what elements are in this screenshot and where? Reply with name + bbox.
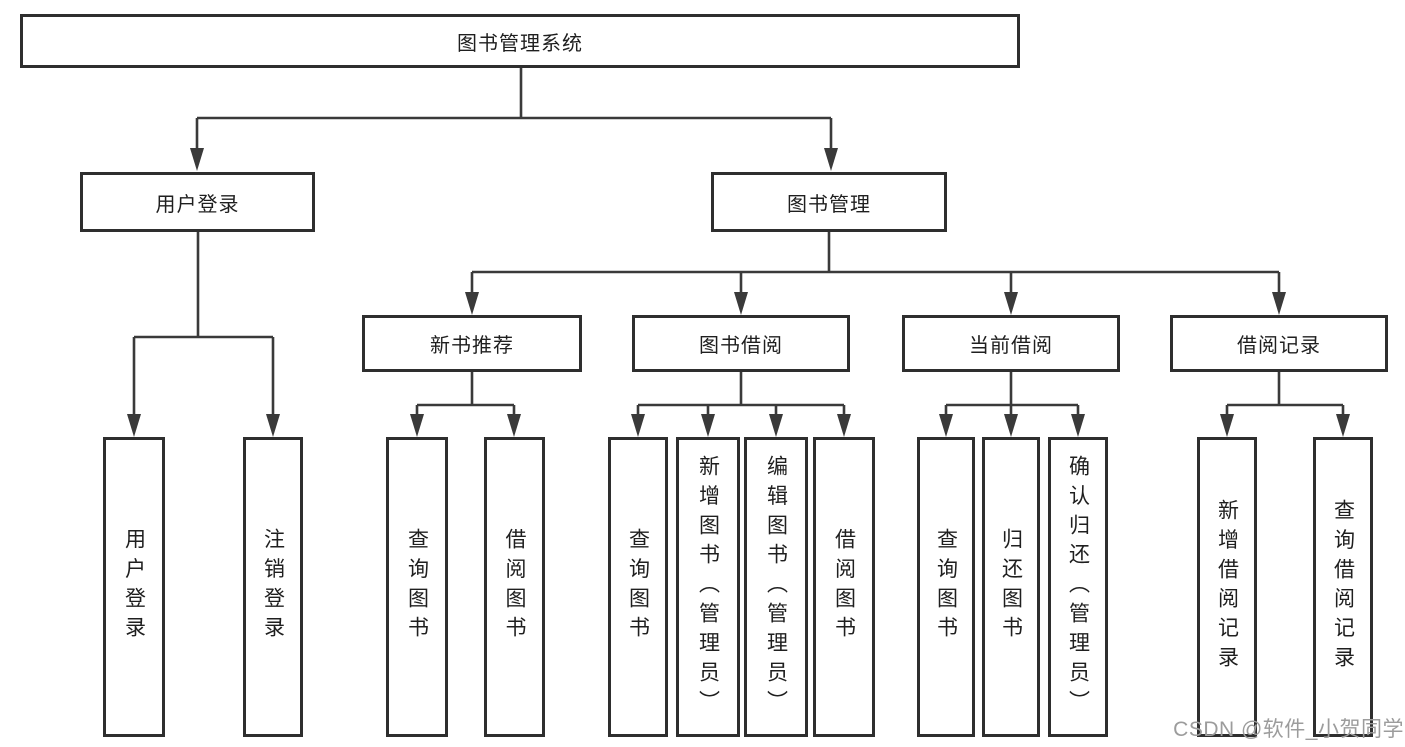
node-label: 用户登录 xyxy=(155,193,240,216)
node-current-borrowing: 当前借阅 xyxy=(902,315,1120,372)
arrowhead-icon xyxy=(410,414,424,437)
node-add-borrow-record: 新增借阅记录 xyxy=(1197,437,1257,737)
node-label: 用户登录 xyxy=(122,528,146,646)
node-book-borrowing: 图书借阅 xyxy=(632,315,850,372)
edge-current-borrowing-to-leaves xyxy=(944,372,1080,418)
csdn-watermark: CSDN @软件_小贺同学 xyxy=(1173,718,1404,741)
node-edit-book-admin: 编辑图书（管理员） xyxy=(744,437,808,737)
node-library-management-system: 图书管理系统 xyxy=(20,14,1020,68)
node-label: 图书借阅 xyxy=(699,335,783,357)
arrowhead-icon xyxy=(127,414,141,437)
arrowhead-icon xyxy=(824,148,838,171)
node-label: 当前借阅 xyxy=(969,335,1053,357)
node-label: 新书推荐 xyxy=(430,335,514,357)
node-label: 确认归还（管理员） xyxy=(1066,454,1090,720)
node-logout: 注销登录 xyxy=(243,437,303,737)
arrowhead-icon xyxy=(1071,414,1085,437)
arrowhead-icon xyxy=(507,414,521,437)
node-label: 图书管理系统 xyxy=(457,32,583,55)
arrowhead-icon xyxy=(1220,414,1234,437)
node-label: 借阅图书 xyxy=(832,528,856,646)
node-confirm-return-admin: 确认归还（管理员） xyxy=(1048,437,1108,737)
arrowhead-icon xyxy=(1336,414,1350,437)
arrowhead-icon xyxy=(701,414,715,437)
arrowhead-icon xyxy=(769,414,783,437)
node-label: 借阅记录 xyxy=(1237,335,1321,357)
node-new-book-recommendation: 新书推荐 xyxy=(362,315,582,372)
node-label: 归还图书 xyxy=(999,528,1023,646)
edge-root-to-level2 xyxy=(195,68,833,150)
node-borrow-books-recommend: 借阅图书 xyxy=(484,437,545,737)
arrowhead-icon xyxy=(1004,414,1018,437)
arrowhead-icon xyxy=(465,292,479,315)
arrowhead-icon xyxy=(1272,292,1286,315)
node-label: 查询图书 xyxy=(405,528,429,646)
node-user-login: 用户登录 xyxy=(80,172,315,232)
node-label: 查询图书 xyxy=(934,528,958,646)
edge-book-management-to-level3 xyxy=(470,232,1281,295)
arrowhead-icon xyxy=(266,414,280,437)
node-label: 图书管理 xyxy=(787,193,871,216)
node-book-management: 图书管理 xyxy=(711,172,947,232)
node-label: 查询借阅记录 xyxy=(1331,498,1355,676)
edge-borrowing-records-to-leaves xyxy=(1225,372,1345,418)
node-label: 注销登录 xyxy=(261,528,285,646)
node-query-books-recommend: 查询图书 xyxy=(386,437,448,737)
arrowhead-icon xyxy=(190,148,204,171)
node-add-book-admin: 新增图书（管理员） xyxy=(676,437,740,737)
node-query-books-borrowing: 查询图书 xyxy=(608,437,668,737)
arrowhead-icon xyxy=(837,414,851,437)
node-label: 新增图书（管理员） xyxy=(696,454,720,720)
node-query-borrow-record: 查询借阅记录 xyxy=(1313,437,1373,737)
node-user-login-action: 用户登录 xyxy=(103,437,165,737)
arrowhead-icon xyxy=(1004,292,1018,315)
node-return-books: 归还图书 xyxy=(982,437,1040,737)
edge-user-login-to-leaves xyxy=(132,232,275,416)
node-label: 查询图书 xyxy=(626,528,650,646)
node-query-books-current: 查询图书 xyxy=(917,437,975,737)
arrowhead-icon xyxy=(734,292,748,315)
node-borrow-books-borrowing: 借阅图书 xyxy=(813,437,875,737)
node-label: 借阅图书 xyxy=(503,528,526,646)
node-label: 新增借阅记录 xyxy=(1215,498,1239,676)
arrowhead-icon xyxy=(631,414,645,437)
node-borrowing-records: 借阅记录 xyxy=(1170,315,1388,372)
arrowhead-icon xyxy=(939,414,953,437)
node-label: 编辑图书（管理员） xyxy=(764,454,788,720)
edge-new-book-to-leaves xyxy=(415,372,516,418)
edge-book-borrowing-to-leaves xyxy=(636,372,846,418)
